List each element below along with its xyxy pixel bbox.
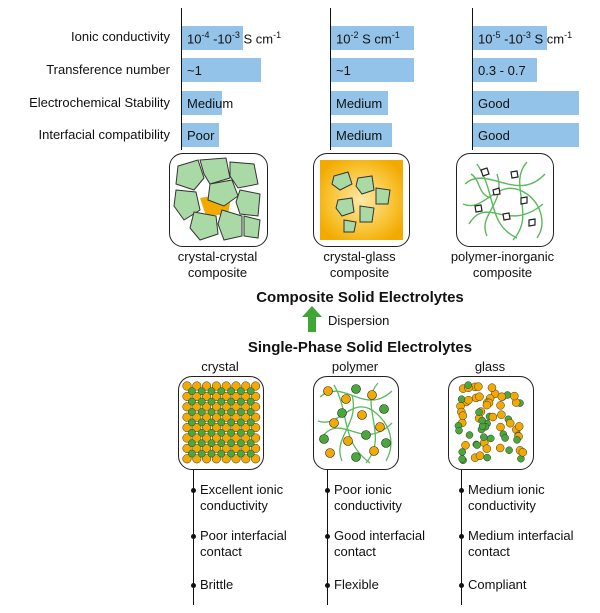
row-label-transference-number: Transference number (46, 62, 170, 77)
value-transference-2: ~1 (336, 63, 351, 78)
value-interfacial-1: Poor (187, 128, 215, 143)
bar-ionic-conductivity-2 (331, 26, 414, 50)
bar-transference-number-2 (331, 58, 414, 82)
bullet-dot (191, 583, 196, 588)
single-phase-title: Single-Phase Solid Electrolytes (247, 339, 473, 356)
dispersion-label: Dispersion (328, 313, 390, 328)
bullet-dot (325, 534, 330, 539)
polymer-inorganic-composite-image (456, 153, 554, 247)
bullet-dot (459, 583, 464, 588)
glass-prop-mechanical: Compliant (468, 577, 527, 592)
bullet-dot (191, 534, 196, 539)
crystal-structure-image (178, 376, 264, 470)
bar-ionic-conductivity-1 (182, 26, 243, 50)
bar-electrochemical-stability-3 (473, 91, 579, 115)
column-axis-2 (330, 8, 332, 150)
polymer-structure-image (313, 376, 399, 470)
value-stability-3: Good (478, 96, 510, 111)
row-label-ionic-conductivity: Ionic conductivity (71, 29, 170, 44)
crystal-prop-mechanical: Brittle (200, 577, 234, 592)
bullet-dot (325, 583, 330, 588)
bar-transference-number-1 (182, 58, 261, 82)
bullet-dot (459, 534, 464, 539)
value-interfacial-2: Medium (336, 128, 383, 143)
value-transference-3: 0.3 - 0.7 (478, 63, 526, 78)
polymer-prop-mechanical: Flexible (334, 577, 379, 592)
bullet-dot (325, 488, 330, 493)
column-name-crystal: crystal (201, 359, 239, 374)
dispersion-arrow-icon (302, 306, 322, 332)
bar-transference-number-3 (473, 58, 537, 82)
value-ionic-conductivity-1: 10-4 -10-3 S cm-1 (187, 30, 282, 47)
value-transference-1: ~1 (187, 63, 202, 78)
bar-interfacial-compatibility-2 (331, 123, 392, 147)
bar-ionic-conductivity-3 (473, 26, 547, 50)
row-label-interfacial-compatibility: Interfacial compatibility (38, 127, 171, 142)
bar-electrochemical-stability-1 (182, 91, 222, 115)
value-stability-2: Medium (336, 96, 383, 111)
column-name-polymer: polymer (331, 359, 379, 374)
column-axis-1 (181, 8, 183, 150)
column-axis-3 (472, 8, 474, 150)
bar-electrochemical-stability-2 (331, 91, 388, 115)
row-label-electrochemical-stability: Electrochemical Stability (29, 95, 170, 110)
glass-structure-image (448, 376, 534, 470)
value-stability-1: Medium (187, 96, 234, 111)
crystal-glass-composite-image (313, 153, 410, 247)
value-interfacial-3: Good (478, 128, 510, 143)
bullet-dot (191, 488, 196, 493)
value-ionic-conductivity-3: 10-5 -10-3 S cm-1 (478, 30, 573, 47)
composite-title: Composite Solid Electrolytes (256, 289, 464, 306)
bar-interfacial-compatibility-3 (473, 123, 579, 147)
bar-interfacial-compatibility-1 (182, 123, 219, 147)
bullet-dot (459, 488, 464, 493)
crystal-crystal-composite-image (169, 153, 268, 247)
column-name-glass: glass (474, 359, 506, 374)
value-ionic-conductivity-2: 10-2 S cm-1 (336, 30, 400, 47)
